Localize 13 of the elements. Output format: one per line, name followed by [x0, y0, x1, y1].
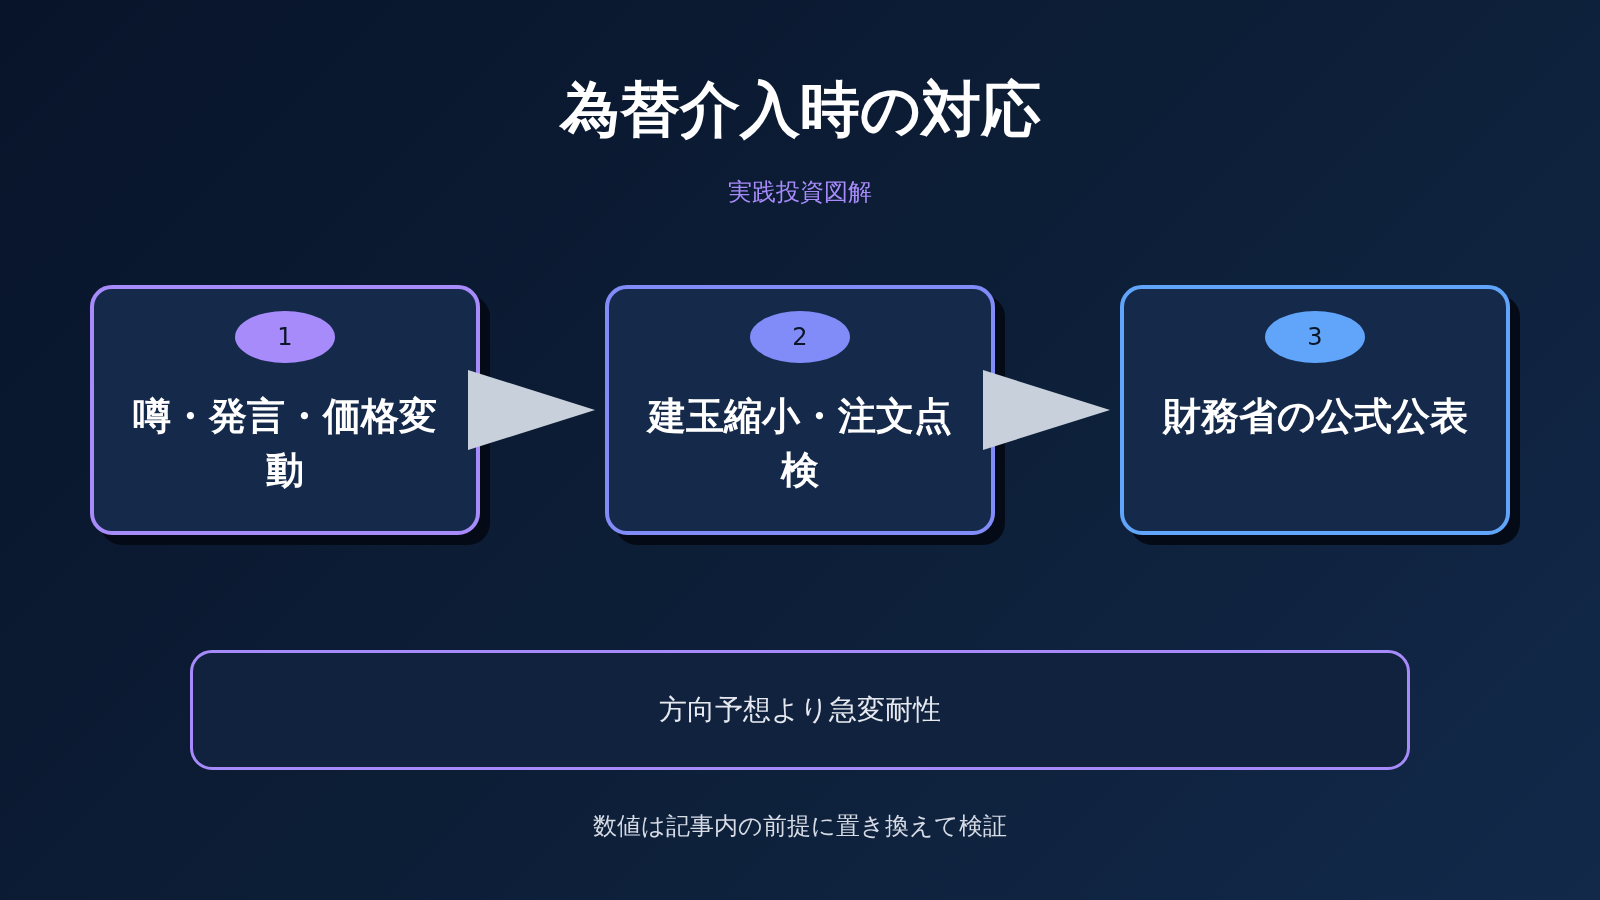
step-number-badge: 2	[750, 311, 850, 363]
step-label: 建玉縮小・注文点検	[645, 393, 953, 494]
subtitle: 実践投資図解	[727, 177, 873, 208]
step-label: 財務省の公式公表	[1161, 393, 1469, 440]
summary-text: 方向予想より急変耐性	[659, 692, 941, 728]
arrow	[468, 370, 595, 450]
step-number-badge: 3	[1265, 311, 1365, 363]
step-label: 噂・発言・価格変動	[132, 393, 438, 494]
arrow	[983, 370, 1110, 450]
footnote: 数値は記事内の前提に置き換えて検証	[592, 811, 1008, 842]
summary-box	[190, 650, 1410, 770]
title: 為替介入時の対応	[558, 73, 1042, 146]
step-number-badge: 1	[235, 311, 335, 363]
